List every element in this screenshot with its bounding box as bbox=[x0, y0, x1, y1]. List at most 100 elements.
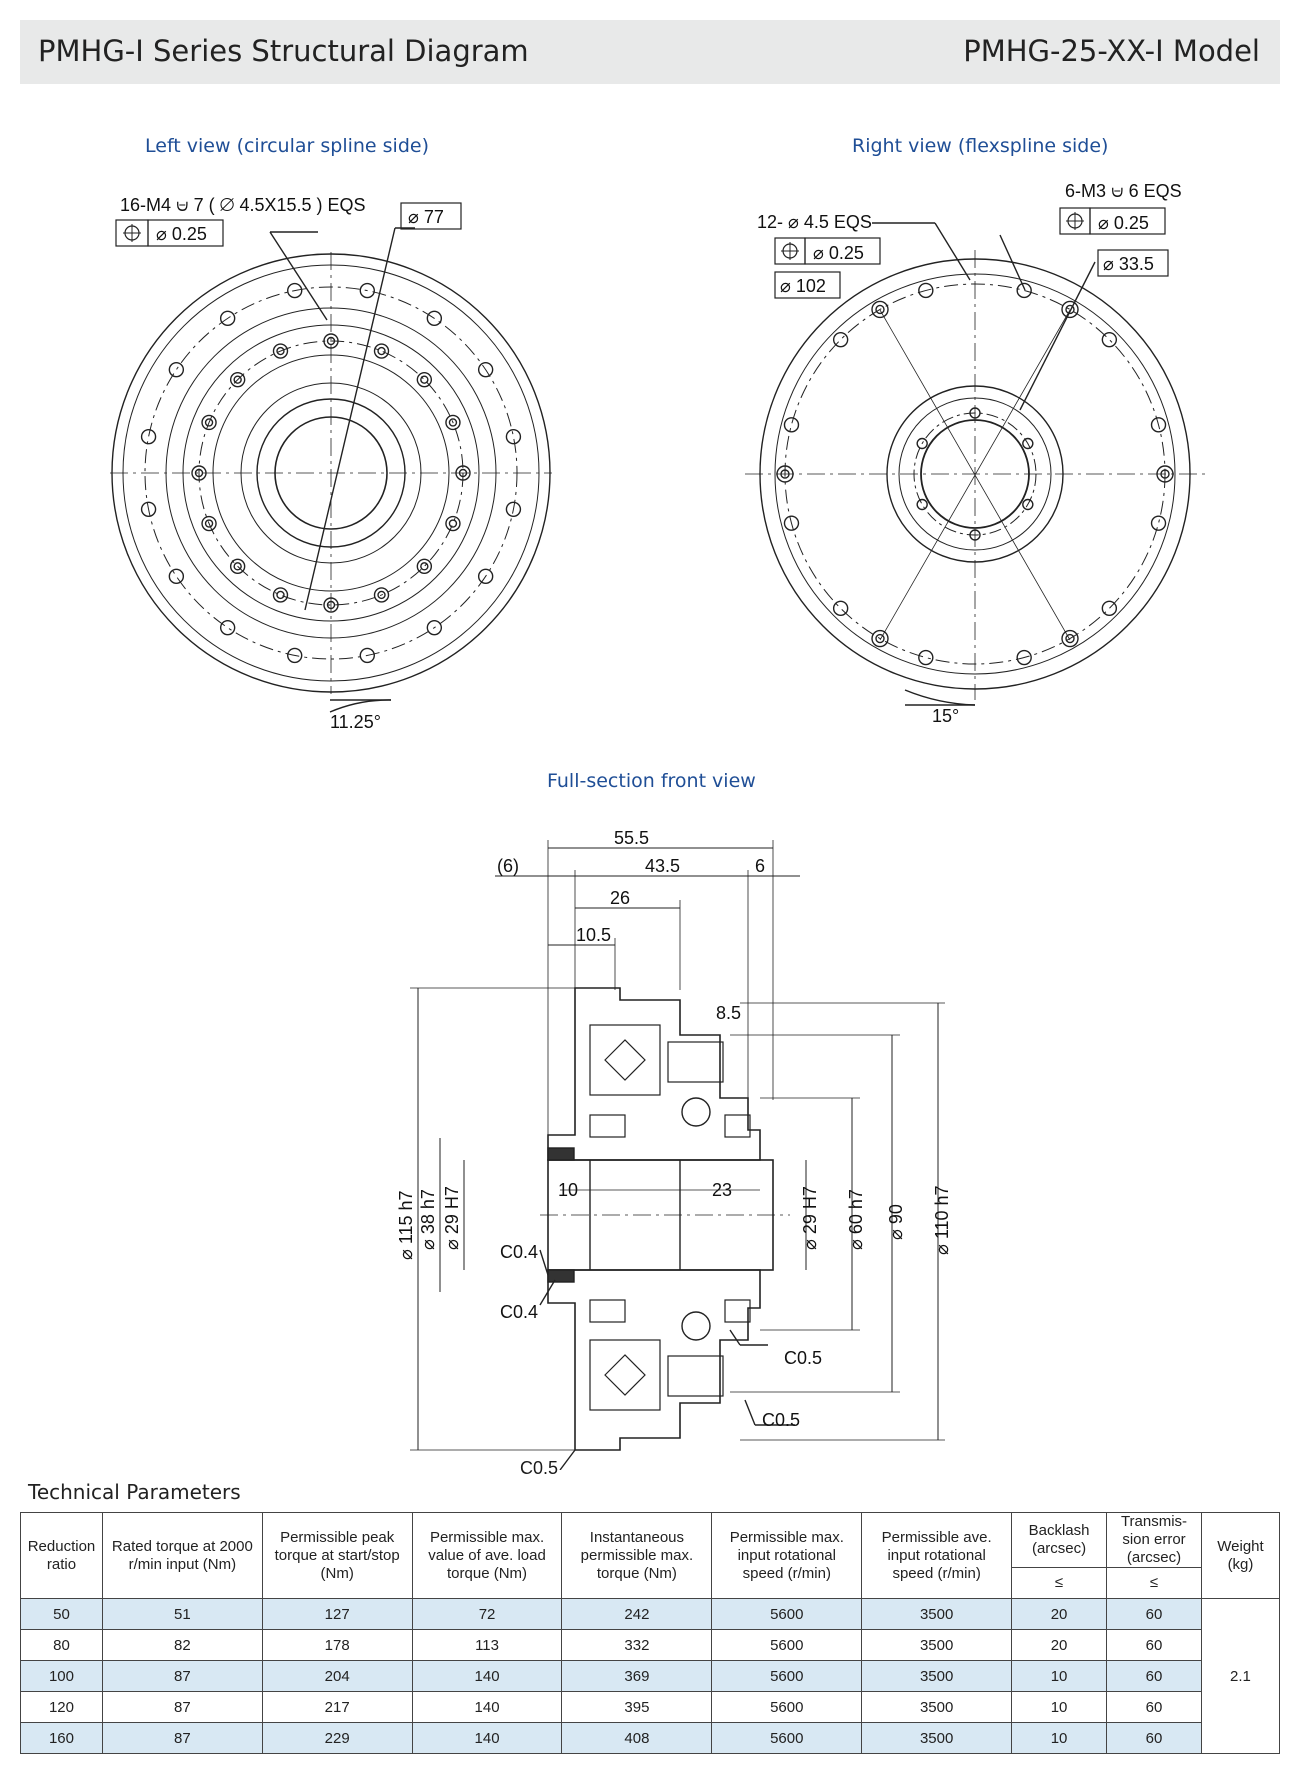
chamfer-c05-a: C0.5 bbox=[784, 1348, 822, 1368]
hole bbox=[287, 282, 303, 299]
left-angle-label: 11.25° bbox=[330, 712, 381, 732]
header-max-speed: Permissible max. input rotational speed … bbox=[711, 1512, 863, 1599]
dim-55-5: 55.5 bbox=[614, 828, 649, 848]
right-angle-label: 15° bbox=[932, 706, 959, 726]
dim-8-5: 8.5 bbox=[716, 1003, 741, 1023]
page-header: PMHG-I Series Structural Diagram PMHG-25… bbox=[20, 20, 1280, 84]
hole bbox=[426, 619, 443, 636]
hole bbox=[505, 501, 522, 517]
hole bbox=[477, 361, 494, 378]
hole bbox=[1022, 498, 1034, 511]
left-diameter-77: ⌀ 77 bbox=[408, 207, 444, 227]
dim-6-ref: (6) bbox=[497, 856, 519, 876]
hole bbox=[832, 600, 849, 617]
hole bbox=[918, 649, 934, 666]
left-holes-callout: 16-M4 ⩁ 7 ( ⌀ 4.5X15.5 ) EQS bbox=[120, 195, 366, 215]
hole bbox=[783, 515, 800, 531]
hole bbox=[1061, 300, 1079, 319]
hole bbox=[201, 515, 217, 532]
dim-23: 23 bbox=[712, 1180, 732, 1200]
dim-10: 10 bbox=[558, 1180, 578, 1200]
hole bbox=[359, 647, 375, 664]
dim-d38: ⌀ 38 h7 bbox=[418, 1189, 438, 1250]
hole bbox=[969, 529, 981, 541]
hole bbox=[359, 282, 375, 299]
hole bbox=[783, 417, 800, 433]
dim-10-5: 10.5 bbox=[576, 925, 611, 945]
hole bbox=[323, 333, 339, 349]
hole bbox=[287, 647, 303, 664]
hole-inner bbox=[1160, 469, 1170, 479]
header-rated-torque: Rated torque at 2000 r/min input (Nm) bbox=[101, 1512, 263, 1599]
hole-inner bbox=[204, 418, 214, 427]
hole bbox=[1016, 282, 1032, 299]
chamfer-c04-a: C0.4 bbox=[500, 1242, 538, 1262]
hole bbox=[168, 361, 185, 378]
hole bbox=[219, 619, 236, 636]
hole-inner bbox=[377, 346, 386, 356]
hole bbox=[1101, 600, 1118, 617]
hole bbox=[426, 310, 443, 327]
front-view-label: Full-section front view bbox=[547, 770, 756, 792]
header-ratio: Reduction ratio bbox=[20, 1512, 103, 1599]
header-transmission-le: ≤ bbox=[1106, 1567, 1202, 1599]
hole bbox=[272, 343, 289, 359]
hole bbox=[201, 414, 217, 431]
hole bbox=[1150, 515, 1167, 531]
left-position-tol: ⌀ 0.25 bbox=[156, 224, 207, 244]
hole-inner bbox=[448, 418, 458, 427]
hole-inner bbox=[420, 562, 429, 571]
hole-inner bbox=[204, 519, 214, 528]
hole bbox=[916, 437, 928, 450]
front-upper-housing bbox=[547, 987, 761, 1161]
right-inner-circle: ⌀ 33.5 bbox=[1103, 254, 1154, 274]
hole bbox=[219, 310, 236, 327]
hole-inner bbox=[1065, 633, 1075, 644]
hole bbox=[477, 568, 494, 585]
hole bbox=[416, 371, 433, 388]
hole bbox=[871, 629, 889, 648]
dim-d110: ⌀ 110 h7 bbox=[932, 1185, 952, 1255]
hole bbox=[323, 597, 339, 613]
hole-inner bbox=[233, 562, 242, 571]
hole-inner bbox=[458, 468, 468, 478]
dim-d115: ⌀ 115 h7 bbox=[396, 1190, 416, 1260]
header-ave-speed: Permissible ave. input rotational speed … bbox=[861, 1512, 1013, 1599]
hole-inner bbox=[276, 590, 285, 600]
dim-6: 6 bbox=[755, 856, 765, 876]
technical-parameters-table: Reduction ratio Rated torque at 2000 r/m… bbox=[20, 1512, 1281, 1754]
right-bolt-circle: ⌀ 102 bbox=[780, 276, 826, 296]
hole-inner bbox=[875, 633, 885, 644]
dim-26: 26 bbox=[610, 888, 630, 908]
header-weight: Weight (kg) bbox=[1200, 1512, 1281, 1599]
front-section-drawing bbox=[410, 840, 945, 1470]
hole bbox=[455, 465, 471, 481]
header-transmission-error: Transmis-sion error (arcsec) bbox=[1106, 1512, 1202, 1568]
hole bbox=[140, 501, 157, 517]
header-peak-torque: Permissible peak torque at start/stop (N… bbox=[261, 1512, 413, 1599]
right-threads-tol: ⌀ 0.25 bbox=[1098, 213, 1149, 233]
hole bbox=[1016, 649, 1032, 666]
left-inner-hole-ring bbox=[191, 333, 471, 613]
hole-inner bbox=[780, 469, 790, 479]
hole bbox=[445, 515, 461, 532]
left-view-drawing bbox=[110, 227, 552, 713]
hole-inner bbox=[377, 590, 386, 600]
hole bbox=[445, 414, 461, 431]
hole bbox=[1150, 417, 1167, 433]
right-threads-callout: 6-M3 ⩁ 6 EQS bbox=[1065, 181, 1182, 201]
hole-inner bbox=[875, 304, 885, 315]
chamfer-c05-bottom: C0.5 bbox=[520, 1458, 559, 1478]
right-inner-holes bbox=[916, 407, 1034, 541]
right-thread-holes bbox=[776, 300, 1174, 648]
right-view-drawing bbox=[745, 222, 1205, 706]
dim-d29-left: ⌀ 29 H7 bbox=[442, 1186, 462, 1250]
hole bbox=[229, 371, 246, 388]
header-backlash-le: ≤ bbox=[1011, 1567, 1108, 1599]
hole bbox=[373, 587, 390, 603]
front-lower-housing bbox=[547, 1269, 761, 1451]
left-view-label: Left view (circular spline side) bbox=[145, 135, 429, 157]
hole bbox=[969, 407, 981, 419]
